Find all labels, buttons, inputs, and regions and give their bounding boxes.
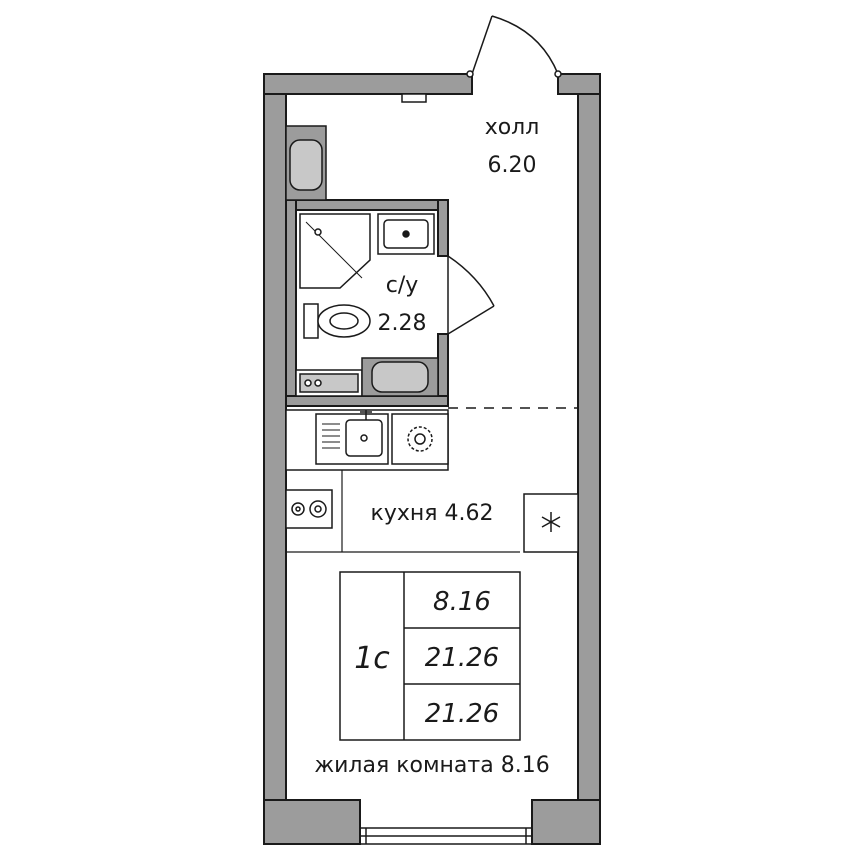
wall-right (577, 73, 601, 845)
bathroom-area: 2.28 (378, 311, 427, 336)
radiator (361, 357, 439, 397)
entrance-door (466, 15, 562, 78)
total-area-with-balcony-value: 21.26 (425, 699, 499, 729)
apartment-type: 1с (354, 641, 390, 676)
bathroom-name: с/у (386, 273, 419, 298)
washbasin (377, 213, 435, 255)
wall-top-left (263, 73, 473, 95)
toilet (303, 303, 371, 339)
window (360, 827, 532, 845)
fridge (523, 493, 579, 553)
drain-icon (402, 230, 410, 238)
washing-machine (295, 369, 363, 397)
wall-left (263, 73, 287, 845)
kitchen-counter (285, 409, 449, 471)
hall-name: холл (485, 115, 540, 140)
bathroom-door (447, 255, 495, 335)
burner-icon (285, 489, 333, 529)
kitchen-label: кухня 4.62 (371, 501, 494, 526)
wall-top-right (557, 73, 601, 95)
hall-cabinet (285, 125, 327, 201)
kitchen-zone-lines (286, 470, 520, 553)
ventilation-grille (401, 93, 427, 103)
living-area-value: 8.16 (433, 587, 491, 617)
wall-bottom-left (263, 799, 361, 845)
hall-area: 6.20 (488, 153, 537, 178)
wall-bottom-right (531, 799, 601, 845)
shower-cabin (299, 213, 371, 289)
summary-table (339, 571, 521, 741)
total-area-value: 21.26 (425, 643, 499, 673)
outer-walls (263, 73, 601, 845)
snowflake-icon (541, 512, 561, 532)
living-room-label: жилая комната 8.16 (314, 753, 549, 778)
